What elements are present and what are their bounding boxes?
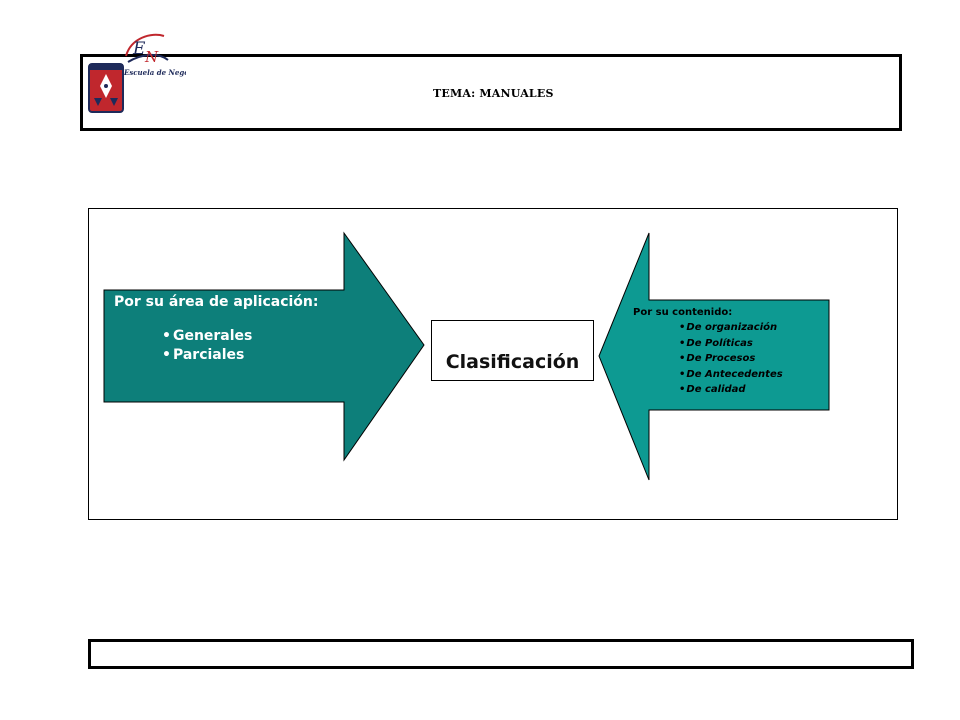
page-title: TEMA: MANUALES — [433, 87, 554, 100]
center-label: Clasificación — [445, 351, 580, 373]
right-heading: Por su contenido: — [633, 307, 733, 318]
left-item-parciales: Parciales — [162, 346, 318, 365]
right-item-antecedentes: De Antecedentes — [679, 367, 782, 383]
center-box: Clasificación — [431, 320, 594, 381]
right-item-politicas: De Políticas — [679, 336, 783, 352]
right-arrow-content: Por su contenido: De organización De Pol… — [633, 307, 783, 398]
left-heading: Por su área de aplicación: — [114, 294, 319, 310]
left-arrow-content: Por su área de aplicación: Generales Par… — [114, 294, 318, 365]
logo-caption: Escuela de Negocios — [123, 68, 186, 77]
right-list: De organización De Políticas De Procesos… — [633, 320, 783, 398]
monogram-icon: E N — [125, 33, 169, 66]
school-logo: E N Escuela de Negocios — [86, 26, 205, 131]
shield-icon — [88, 63, 124, 113]
left-item-generales: Generales — [162, 327, 318, 346]
right-item-organizacion: De organización — [679, 320, 783, 336]
footer-box — [88, 639, 914, 669]
left-list: Generales Parciales — [114, 327, 318, 365]
svg-text:N: N — [144, 48, 159, 66]
svg-text:E: E — [132, 39, 146, 59]
header-box — [80, 54, 902, 131]
right-item-procesos: De Procesos — [679, 351, 783, 367]
right-item-calidad: De calidad — [679, 382, 783, 398]
